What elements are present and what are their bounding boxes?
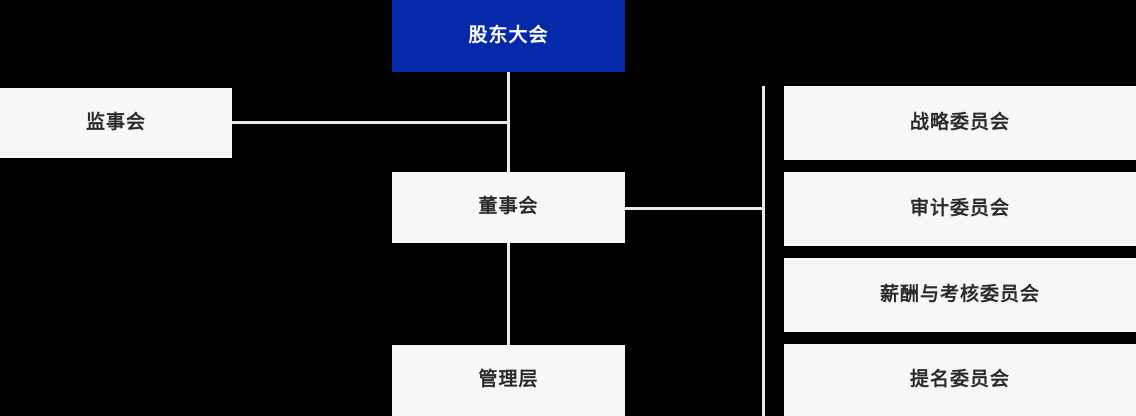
connector-board-to-management xyxy=(507,243,510,345)
node-audit-committee-label: 审计委员会 xyxy=(909,197,1010,219)
node-nomination-committee[interactable]: 提名委员会 xyxy=(784,344,1136,416)
node-board-of-directors[interactable]: 董事会 xyxy=(392,172,625,243)
node-management-label: 管理层 xyxy=(478,369,539,391)
node-board-of-supervisors-label: 监事会 xyxy=(85,111,146,133)
node-strategy-committee[interactable]: 战略委员会 xyxy=(784,86,1136,160)
node-remuneration-and-appraisal-committee[interactable]: 薪酬与考核委员会 xyxy=(784,258,1136,332)
connector-committee-vertical-rail xyxy=(762,86,765,416)
connector-board-to-committee-rail xyxy=(625,207,765,210)
node-nomination-committee-label: 提名委员会 xyxy=(909,368,1010,390)
node-management[interactable]: 管理层 xyxy=(392,345,625,416)
node-audit-committee[interactable]: 审计委员会 xyxy=(784,172,1136,246)
node-shareholders-meeting[interactable]: 股东大会 xyxy=(392,0,625,72)
node-shareholders-meeting-label: 股东大会 xyxy=(468,24,549,46)
node-strategy-committee-label: 战略委员会 xyxy=(909,111,1010,133)
node-board-of-supervisors[interactable]: 监事会 xyxy=(0,88,232,158)
node-board-of-directors-label: 董事会 xyxy=(478,196,539,218)
node-remuneration-and-appraisal-committee-label: 薪酬与考核委员会 xyxy=(879,283,1040,305)
connector-trunk-to-supervisors xyxy=(232,121,509,124)
